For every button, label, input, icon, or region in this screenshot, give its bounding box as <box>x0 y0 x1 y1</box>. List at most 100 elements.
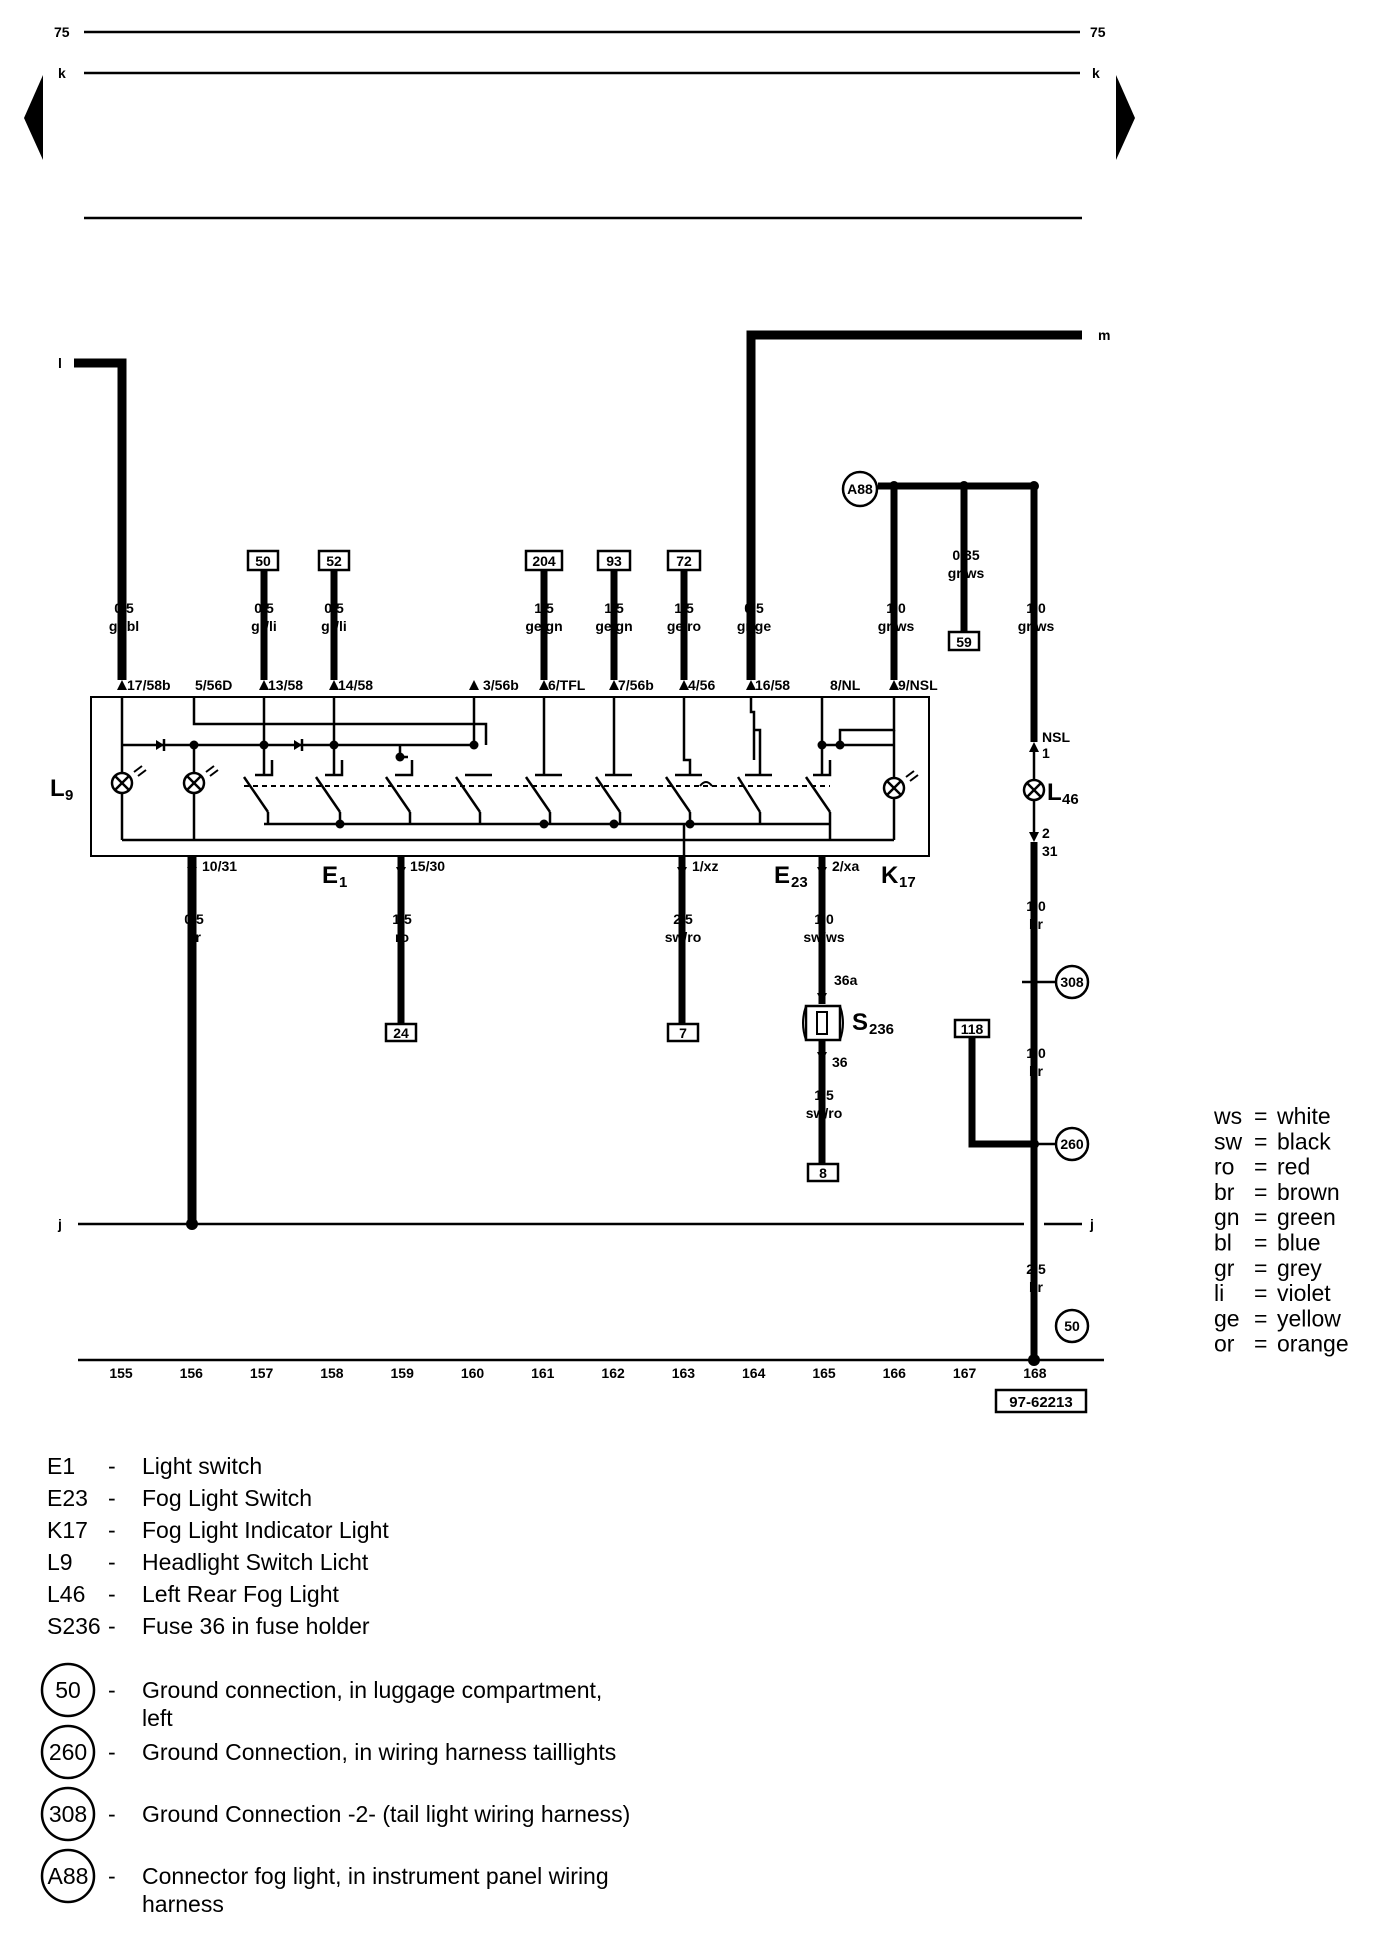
pin-arrows-top <box>117 680 899 690</box>
wire-size: 0,5 <box>324 600 344 616</box>
ref-boxes-bottom: 24 7 8 118 <box>384 1018 991 1183</box>
arrow-left-icon <box>24 75 43 160</box>
color-equals: = <box>1254 1128 1267 1154</box>
ref-box-8: 8 <box>819 1165 827 1181</box>
wire-color: br <box>187 929 202 945</box>
wire-size: 1,5 <box>674 600 694 616</box>
legend-dash: - <box>108 1613 116 1639</box>
wire-color: sw/ws <box>803 929 844 945</box>
wire-color: ge/gn <box>525 618 562 634</box>
diagram-id: 97-62213 <box>1009 1394 1072 1411</box>
ground-legend-icon <box>40 1848 96 1904</box>
label-s236-sub: 236 <box>869 1021 894 1038</box>
ground-legend-desc: Ground Connection -2- (tail light wiring… <box>142 1801 630 1827</box>
ground-legend: 50-Ground connection, in luggage compart… <box>40 1662 630 1917</box>
pin-label: 15/30 <box>410 858 445 874</box>
wire-labels-bottom: 0,5 br 1,5 ro 2,5 sw/ro 1,0 sw/ws 1,5 sw… <box>184 911 845 1121</box>
legend-desc: Fog Light Switch <box>142 1485 312 1511</box>
wire-color: ge/gn <box>595 618 632 634</box>
wire-size: 0,5 <box>254 600 274 616</box>
wire-color: sw/ro <box>806 1105 843 1121</box>
ground-legend-desc-cont: left <box>142 1705 173 1731</box>
ground-260-icon <box>1054 1126 1090 1162</box>
legend-dash: - <box>108 1517 116 1543</box>
color-equals: = <box>1254 1204 1267 1230</box>
pin-labels-top: 17/58b 5/56D 13/58 14/58 3/56b 6/TFL 7/5… <box>127 677 938 693</box>
wire-size: 0,5 <box>744 600 764 616</box>
color-name: brown <box>1277 1179 1340 1205</box>
wire-color: gr/li <box>321 618 347 634</box>
legend-code: E1 <box>47 1453 75 1479</box>
label-l9-main: L <box>50 775 65 802</box>
color-code: br <box>1214 1179 1235 1205</box>
a88-connector-icon <box>841 470 879 508</box>
wire-size: 1,0 <box>1026 1045 1046 1061</box>
color-code: gn <box>1214 1204 1240 1230</box>
color-name: violet <box>1277 1280 1331 1306</box>
track-number: 160 <box>461 1365 485 1381</box>
color-name: black <box>1277 1128 1331 1154</box>
ground-legend-icon <box>40 1662 96 1718</box>
wire-size: 1,5 <box>392 911 412 927</box>
pin-label: 9/NSL <box>898 677 938 693</box>
track-number: 158 <box>320 1365 344 1381</box>
color-name: white <box>1276 1103 1331 1129</box>
color-equals: = <box>1254 1331 1267 1357</box>
color-name: blue <box>1277 1230 1320 1256</box>
legend-desc: Headlight Switch Licht <box>142 1549 369 1575</box>
label-e23-sub: 23 <box>791 874 808 891</box>
ground-legend-icon <box>40 1786 96 1842</box>
wire-size: 1,5 <box>814 1087 834 1103</box>
legend-code: K17 <box>47 1517 88 1543</box>
ref-box-93: 93 <box>606 553 622 569</box>
ref-box-7: 7 <box>679 1025 687 1041</box>
label-l46-main: L <box>1047 779 1062 806</box>
wire-color: ro <box>395 929 409 945</box>
ground-legend-desc: Connector fog light, in instrument panel… <box>142 1863 609 1889</box>
ref-k-right: k <box>1092 65 1100 81</box>
ref-box-50: 50 <box>255 553 271 569</box>
track-number: 155 <box>109 1365 133 1381</box>
lamp-l9-icon <box>110 745 219 840</box>
fuse-pin-36: 36 <box>832 1054 848 1070</box>
wire-size: 1,5 <box>604 600 624 616</box>
color-name: orange <box>1277 1331 1349 1357</box>
color-name: red <box>1277 1154 1310 1180</box>
label-e23-main: E <box>774 862 790 889</box>
track-number: 168 <box>1023 1365 1047 1381</box>
wire-size: 1,0 <box>886 600 906 616</box>
color-equals: = <box>1254 1305 1267 1331</box>
track-number: 157 <box>250 1365 274 1381</box>
pin-label: 7/56b <box>618 677 654 693</box>
label-e1-sub: 1 <box>339 874 347 891</box>
wire-color: br <box>1029 1063 1044 1079</box>
ref-box-118: 118 <box>961 1021 984 1037</box>
color-name: green <box>1277 1204 1336 1230</box>
pin-label: 1 <box>1042 745 1050 761</box>
track-number: 167 <box>953 1365 977 1381</box>
pin-label: 13/58 <box>268 677 303 693</box>
label-k17-main: K <box>881 862 899 889</box>
ref-box-59: 59 <box>956 634 972 650</box>
legend-code: E23 <box>47 1485 88 1511</box>
wire-color: gr/ge <box>737 618 771 634</box>
connector-j-right: j <box>1089 1216 1094 1232</box>
wire-size: 0,5 <box>114 600 134 616</box>
legend-dash: - <box>108 1739 116 1765</box>
pin-label: 2 <box>1042 825 1050 841</box>
legend-desc: Fog Light Indicator Light <box>142 1517 389 1543</box>
pin-label: NSL <box>1042 729 1070 745</box>
ground-legend-code: 308 <box>49 1801 87 1827</box>
ground-legend-desc-cont: harness <box>142 1891 224 1917</box>
ground-legend-code: 260 <box>49 1739 87 1765</box>
label-l9-sub: 9 <box>65 787 73 804</box>
lamp-k17-icon <box>882 770 919 840</box>
label-s236-main: S <box>852 1009 868 1036</box>
color-equals: = <box>1254 1179 1267 1205</box>
ref-box-24: 24 <box>393 1025 409 1041</box>
ref-boxes-top: 50 52 204 93 72 59 <box>246 549 981 652</box>
track-number: 159 <box>391 1365 415 1381</box>
